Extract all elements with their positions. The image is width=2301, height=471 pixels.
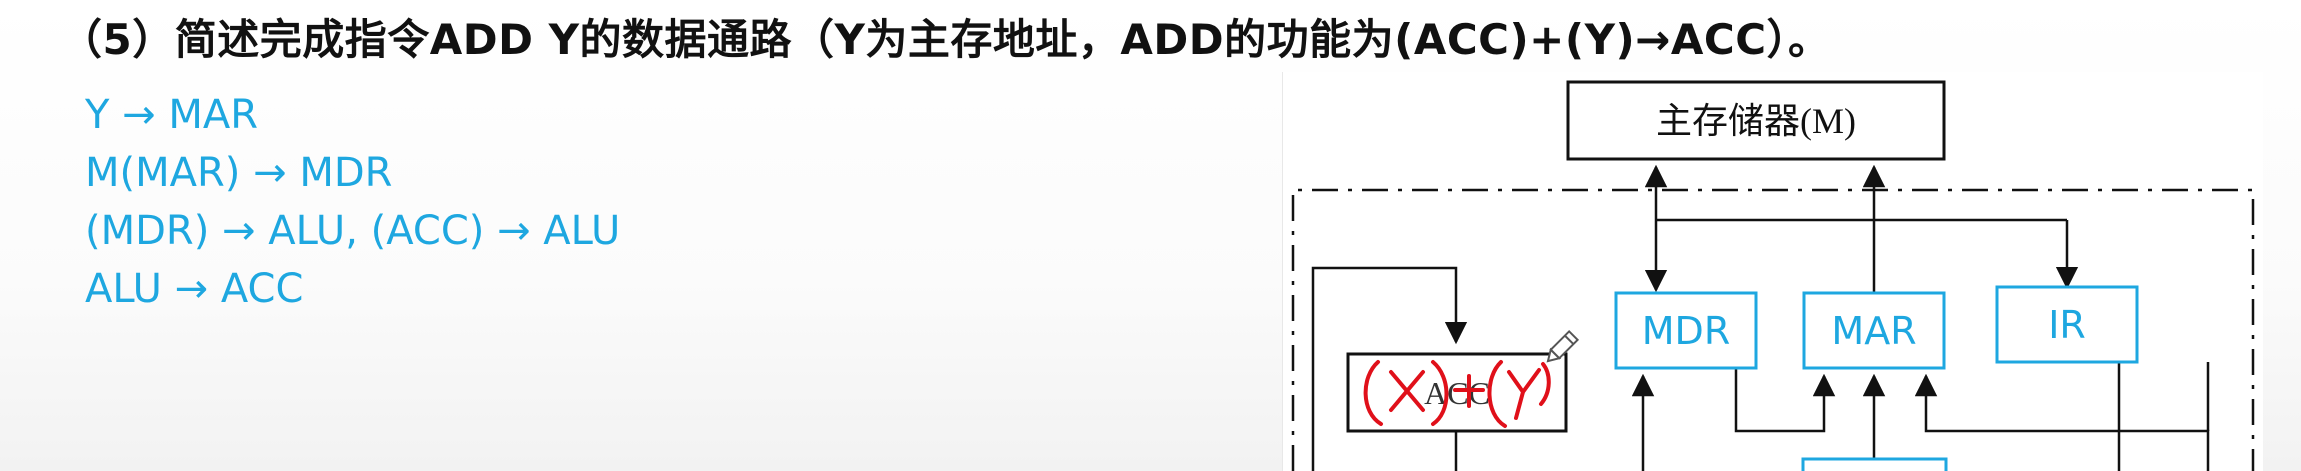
pencil-icon[interactable]: [1544, 329, 1580, 365]
answer-step-2: M(MAR) → MDR: [85, 150, 393, 196]
acc-label: ACC: [1424, 375, 1490, 411]
cpu-boundary: [1291, 188, 2255, 471]
ir-label: IR: [2048, 303, 2086, 347]
answer-step-3: (MDR) → ALU, (ACC) → ALU: [85, 208, 621, 254]
main-memory-box: [1566, 80, 1946, 161]
bus-lines: [1311, 164, 2210, 471]
datapath-diagram: 主存储器(M) MDR MAR IR ACC: [1282, 72, 2263, 471]
mar-label: MAR: [1831, 309, 1916, 353]
ir-register: [1995, 285, 2139, 364]
main-memory-label: 主存储器(M): [1656, 101, 1856, 141]
question-text: （5）简述完成指令ADD Y的数据通路（Y为主存地址，ADD的功能为(ACC)+…: [60, 15, 1831, 64]
answer-steps: Y → MAR M(MAR) → MDR (MDR) → ALU, (ACC) …: [85, 86, 620, 318]
lower-register: [1801, 457, 1948, 471]
mdr-register: [1614, 291, 1758, 370]
acc-register: [1346, 352, 1568, 433]
handwritten-annotation: [1363, 360, 1551, 428]
answer-step-1: Y → MAR: [85, 92, 259, 138]
mar-register: [1802, 291, 1946, 370]
mdr-label: MDR: [1642, 309, 1730, 353]
answer-step-4: ALU → ACC: [85, 266, 304, 312]
